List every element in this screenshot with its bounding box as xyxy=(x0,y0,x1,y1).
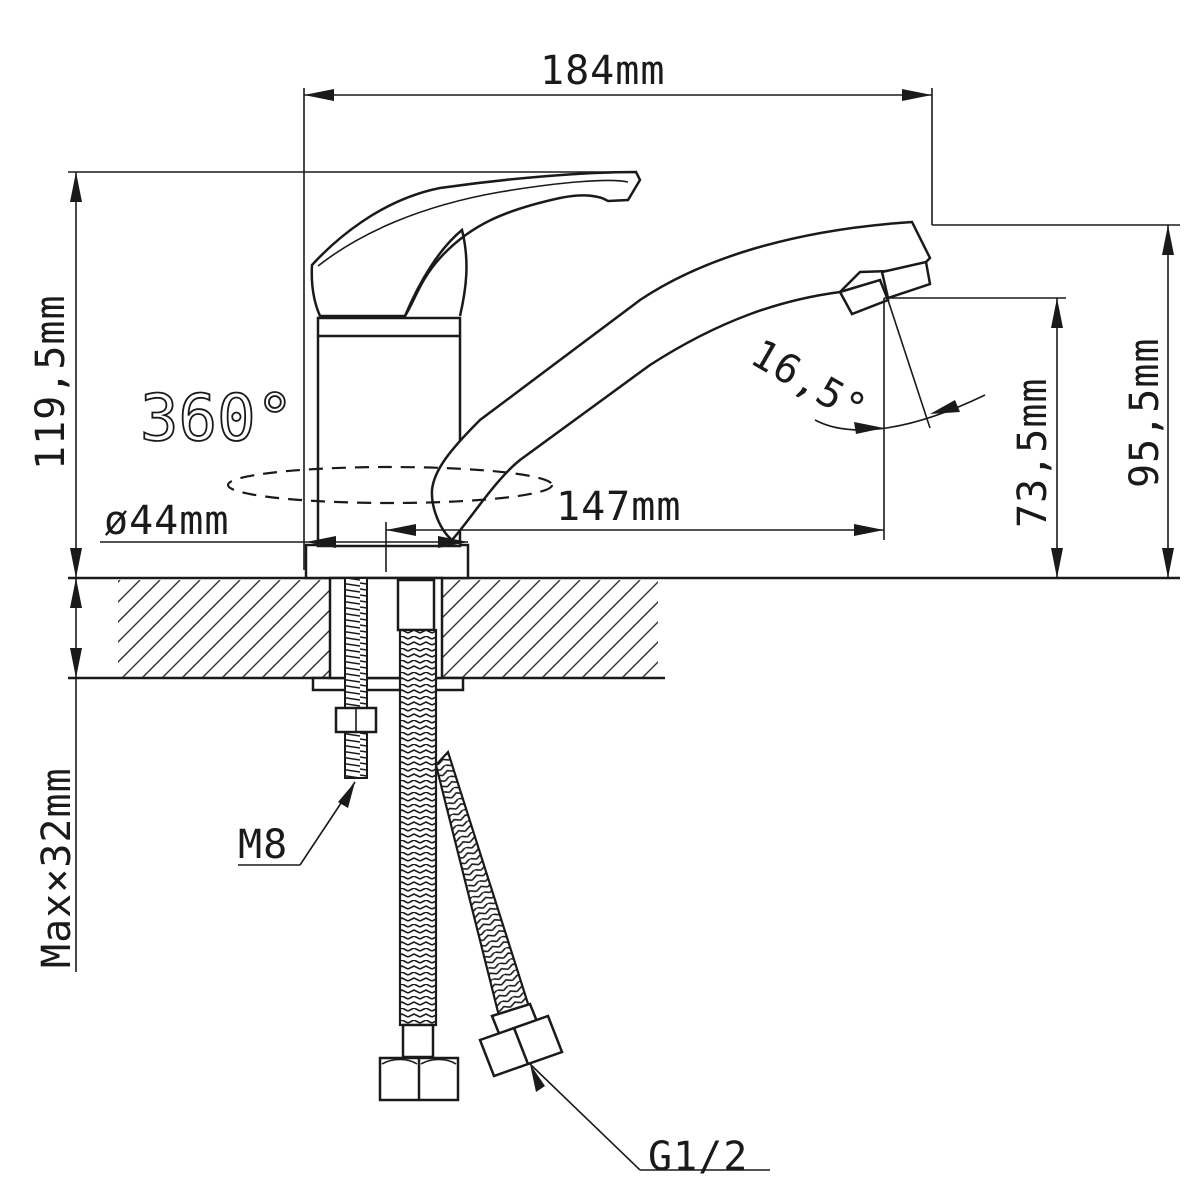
label-stud-thread: M8 xyxy=(238,822,288,868)
label-rotation: 360° xyxy=(140,382,294,456)
label-total-width: 184mm xyxy=(540,48,665,94)
faucet-body xyxy=(304,170,932,580)
label-spout-height: 95,5mm xyxy=(1122,338,1168,489)
label-spout-angle: 16,5° xyxy=(743,331,875,434)
lever-handle xyxy=(310,170,642,318)
mounting-nut-plate xyxy=(311,576,465,692)
straight-hose xyxy=(378,578,460,1102)
spout xyxy=(430,220,932,542)
angled-hose xyxy=(434,749,564,1078)
label-total-height: 119,5mm xyxy=(28,294,74,470)
label-spout-reach: 147mm xyxy=(556,484,681,530)
dimension-lines xyxy=(68,88,1180,1171)
countertop xyxy=(68,576,1180,680)
threaded-stud xyxy=(334,577,378,779)
label-outlet-height: 73,5mm xyxy=(1010,378,1056,529)
label-base-diameter: ø44mm xyxy=(104,498,229,544)
rotation-path xyxy=(226,465,554,505)
label-max-deck-thickness: Max×32mm xyxy=(34,767,80,968)
label-hose-thread: G1/2 xyxy=(648,1134,748,1180)
